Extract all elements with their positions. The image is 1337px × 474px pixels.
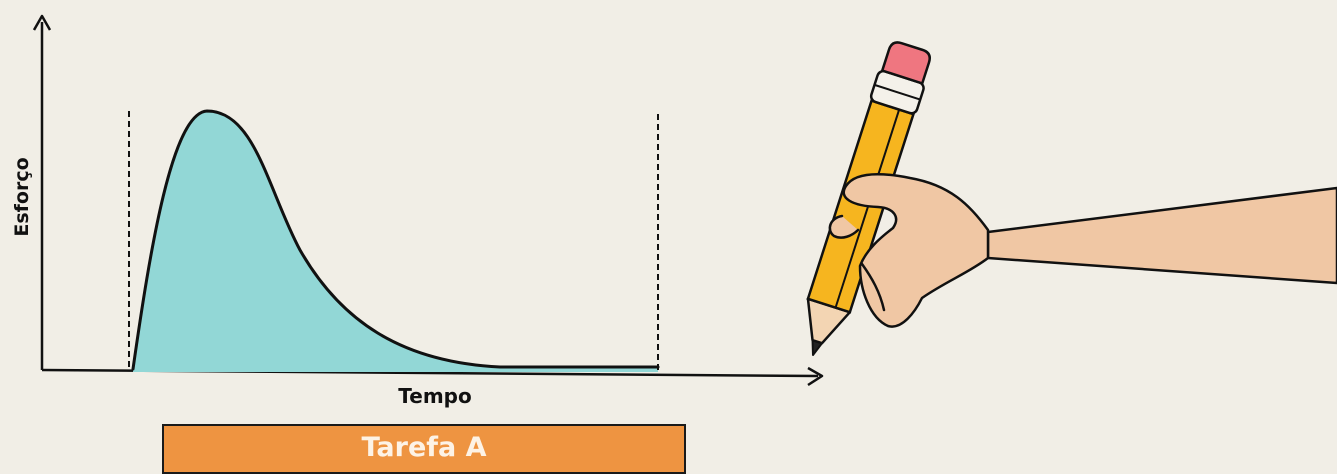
hand-thumb	[860, 262, 886, 312]
hand-palm	[842, 173, 990, 328]
pencil-eraser	[881, 41, 931, 85]
effort-curve-area	[133, 111, 658, 372]
y-axis-arrowhead	[32, 14, 52, 31]
effort-curve-line	[131, 109, 660, 371]
y-axis-label: Esforço	[11, 157, 33, 237]
arm	[986, 186, 1337, 285]
task-a-label: Tarefa A	[361, 432, 487, 463]
x-axis-label: Tempo	[398, 384, 472, 408]
x-axis-arrowhead	[807, 366, 824, 387]
pencil-ferrule-groove	[874, 83, 921, 101]
pencil-icon	[806, 41, 931, 356]
pencil-stripe	[834, 109, 901, 308]
hand-finger	[828, 214, 860, 239]
hand-icon	[828, 173, 990, 328]
task-a-bar: Tarefa A	[162, 424, 686, 474]
